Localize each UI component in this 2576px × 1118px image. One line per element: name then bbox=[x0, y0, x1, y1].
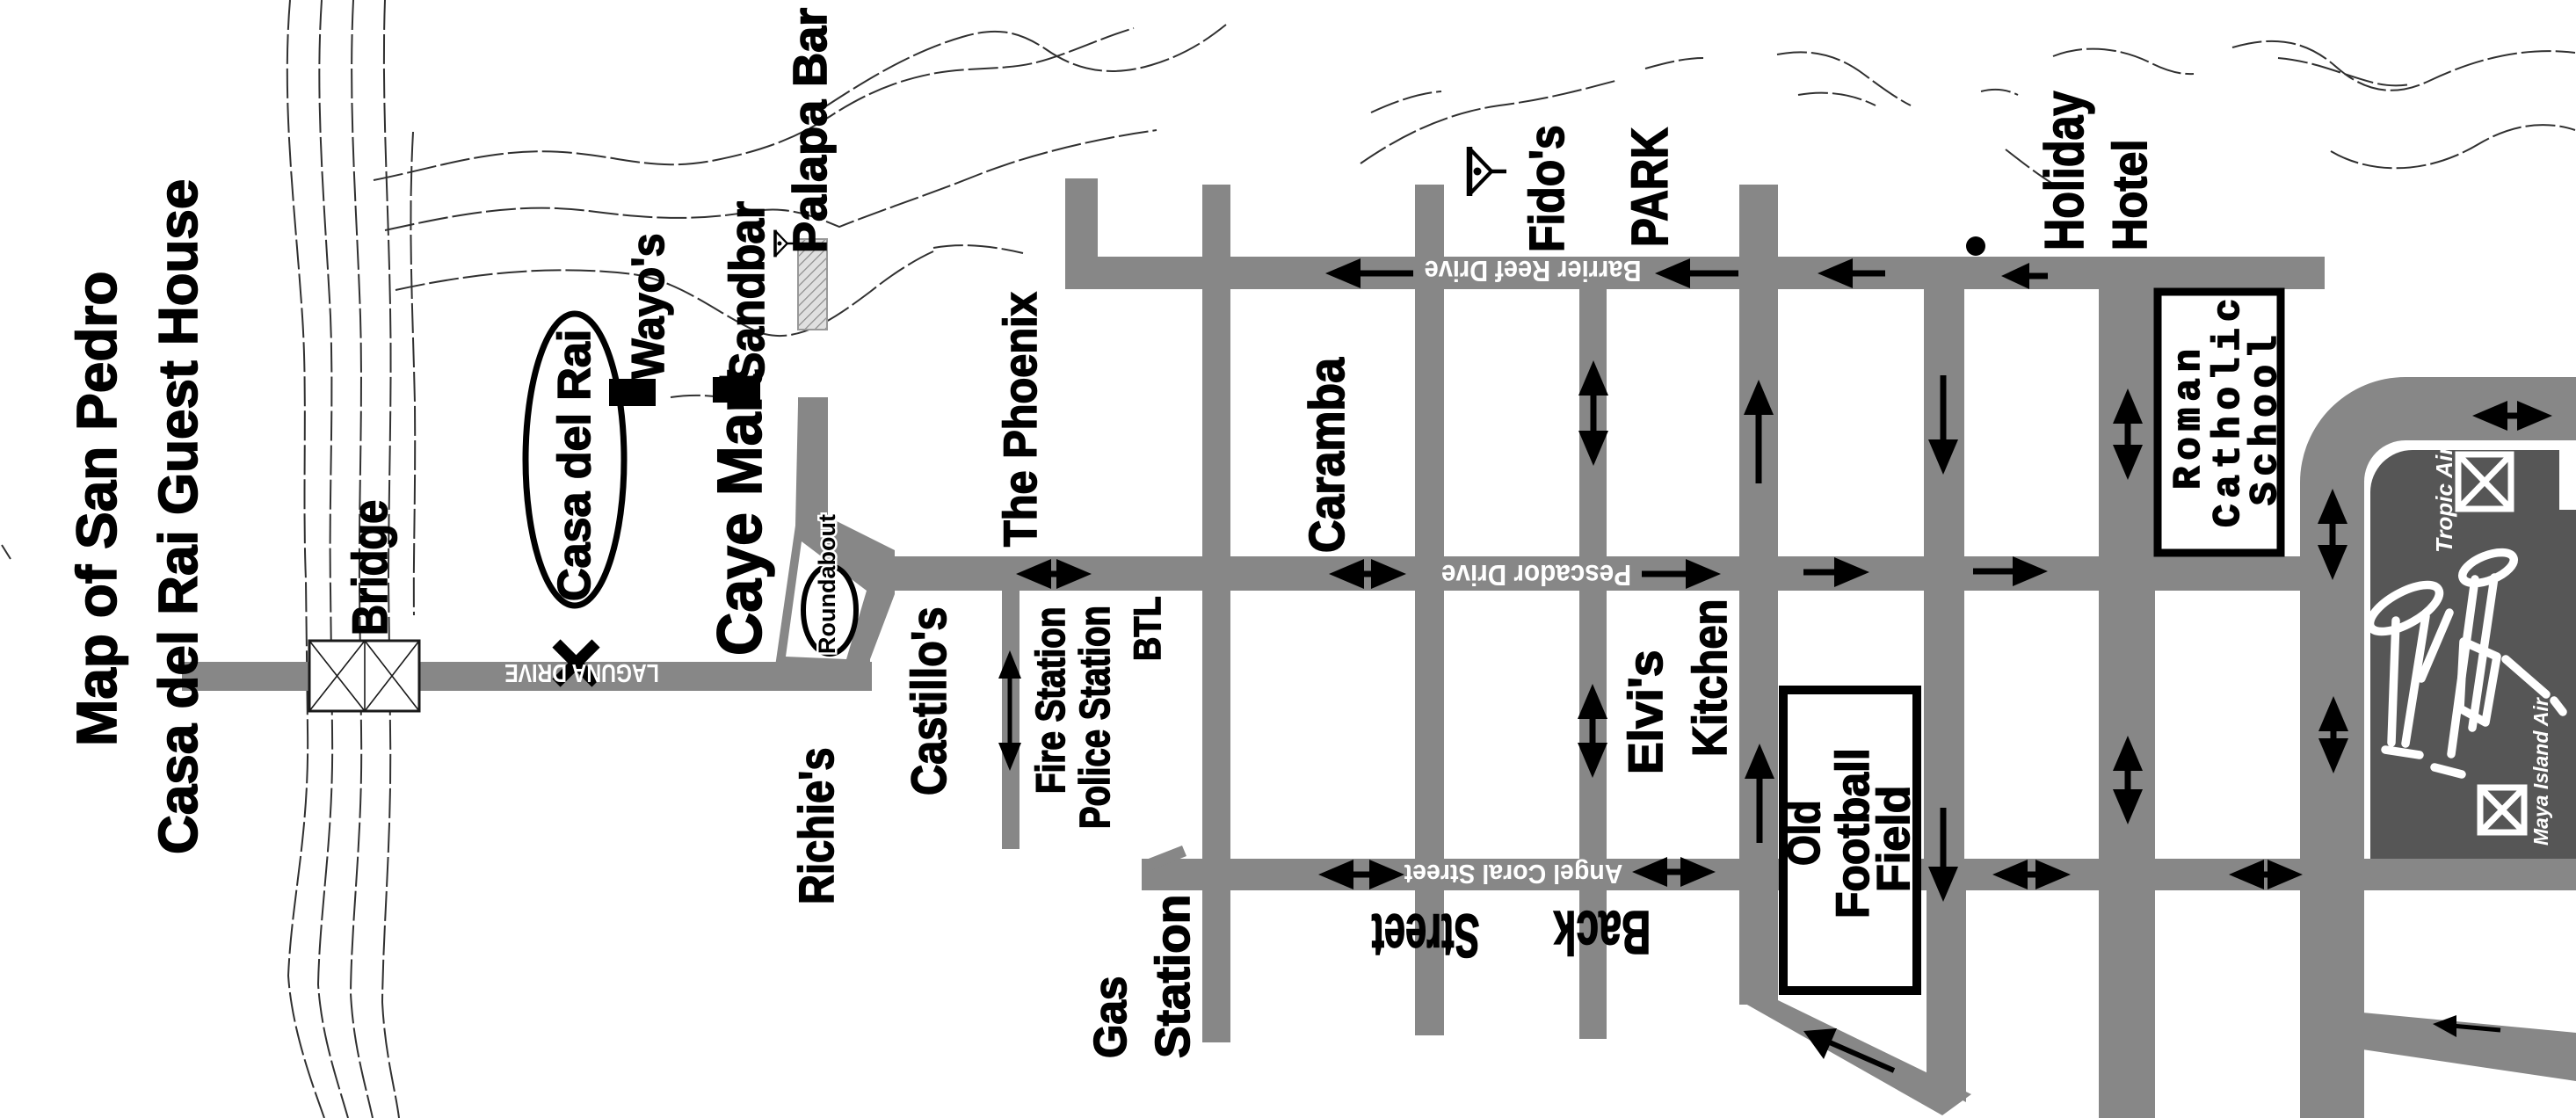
svg-text:Old: Old bbox=[1779, 800, 1830, 866]
svg-text:PARK: PARK bbox=[1622, 127, 1679, 247]
svg-text:Police Station: Police Station bbox=[1072, 606, 1119, 829]
svg-text:The Phoenix: The Phoenix bbox=[994, 292, 1046, 547]
svg-text:LAGUNA DRIVE: LAGUNA DRIVE bbox=[504, 658, 659, 687]
svg-text:Castillo's: Castillo's bbox=[902, 606, 957, 795]
svg-text:Fido's: Fido's bbox=[1520, 125, 1574, 252]
svg-text:Roundabout: Roundabout bbox=[814, 514, 840, 654]
svg-text:Caramba: Caramba bbox=[1299, 357, 1355, 553]
svg-text:Field: Field bbox=[1869, 786, 1919, 892]
svg-text:Hotel: Hotel bbox=[2103, 140, 2157, 250]
svg-text:Maya Island Air: Maya Island Air bbox=[2529, 697, 2552, 846]
svg-text:Roman: Roman bbox=[2167, 343, 2211, 490]
svg-text:School: School bbox=[2244, 330, 2288, 505]
svg-text:Caye Mart: Caye Mart bbox=[705, 369, 775, 656]
svg-text:Fire Station: Fire Station bbox=[1028, 607, 1073, 794]
svg-text:Street: Street bbox=[1372, 901, 1480, 969]
svg-text:Catholic: Catholic bbox=[2207, 293, 2251, 527]
svg-text:Barrier Reef Drive: Barrier Reef Drive bbox=[1425, 254, 1642, 287]
svg-text:Station: Station bbox=[1145, 895, 1200, 1058]
svg-text:Map of San Pedro: Map of San Pedro bbox=[65, 272, 128, 747]
svg-text:Elvi's: Elvi's bbox=[1618, 650, 1673, 774]
svg-text:Pescador Drive: Pescador Drive bbox=[1441, 559, 1631, 592]
svg-text:Football: Football bbox=[1826, 748, 1879, 918]
svg-text:Tropic Air: Tropic Air bbox=[2431, 445, 2457, 553]
svg-text:Angel Coral Street: Angel Coral Street bbox=[1404, 859, 1623, 889]
svg-text:Richie's: Richie's bbox=[788, 748, 844, 904]
svg-text:Holiday: Holiday bbox=[2034, 91, 2094, 250]
svg-text:Casa del Rai Guest House: Casa del Rai Guest House bbox=[149, 179, 209, 854]
svg-text:Wayo's: Wayo's bbox=[622, 233, 673, 379]
svg-text:Gas: Gas bbox=[1085, 976, 1136, 1058]
svg-text:Casa del Rai: Casa del Rai bbox=[549, 330, 600, 601]
svg-text:Back: Back bbox=[1553, 897, 1651, 967]
svg-text:Sandbar: Sandbar bbox=[720, 201, 774, 382]
svg-text:BTL: BTL bbox=[1126, 596, 1169, 661]
svg-text:Palapa Bar: Palapa Bar bbox=[784, 8, 837, 253]
svg-text:Bridge: Bridge bbox=[343, 500, 398, 635]
svg-text:Kitchen: Kitchen bbox=[1683, 599, 1737, 757]
